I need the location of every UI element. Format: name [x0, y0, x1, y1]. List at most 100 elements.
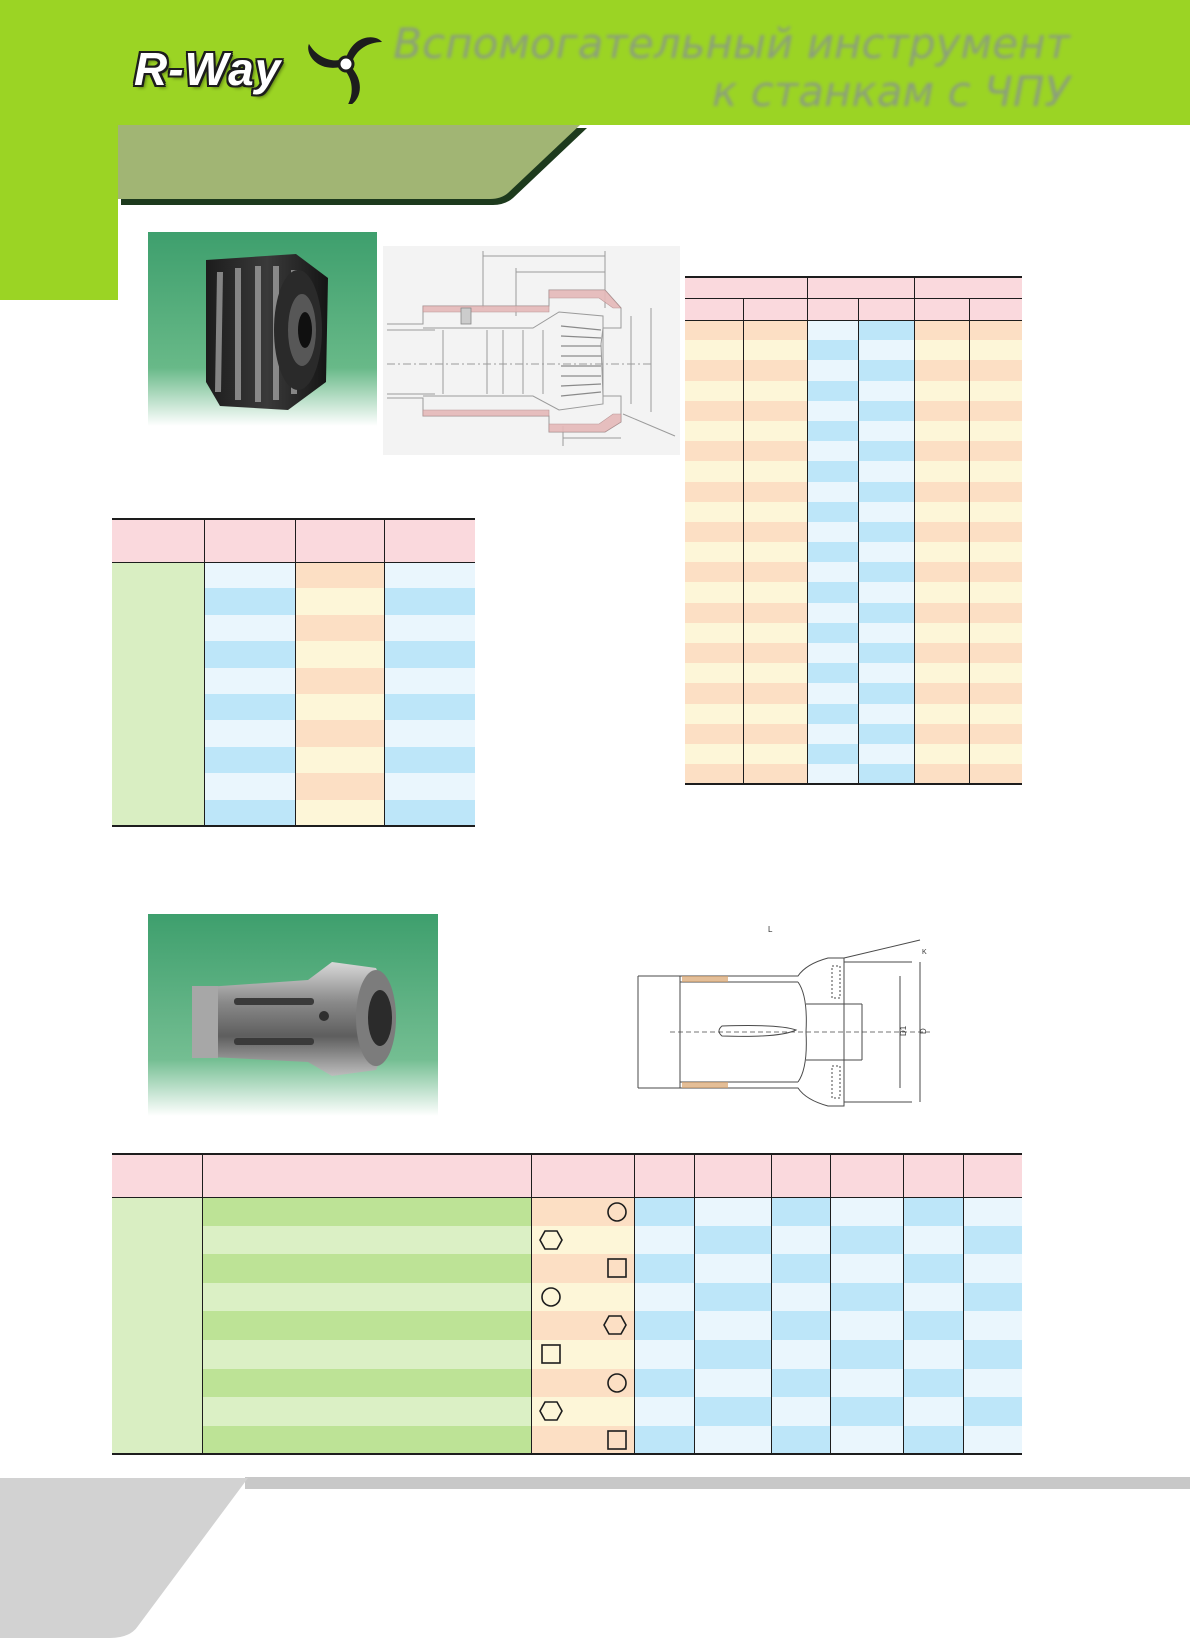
table-row [685, 643, 1022, 664]
table-cell [969, 320, 1022, 341]
column-header [112, 519, 205, 562]
table-cell [903, 1197, 964, 1226]
table-cell [202, 1225, 532, 1255]
header-title-line-2: к станкам с ЧПУ [711, 67, 1070, 116]
table-cell [830, 1368, 904, 1398]
table-cell [807, 481, 859, 502]
table-row [685, 723, 1022, 744]
table-cell [204, 799, 296, 826]
table-cell [858, 743, 915, 765]
table-cell [914, 743, 970, 765]
header-band [0, 0, 1190, 125]
column-header [963, 1154, 1022, 1197]
table-cell [771, 1368, 831, 1398]
section-tab [118, 125, 587, 205]
table-row [685, 622, 1022, 643]
table-cell [858, 380, 915, 401]
table-row [685, 380, 1022, 401]
table-cell [295, 562, 385, 589]
table-cell [858, 542, 915, 563]
table-cell [743, 380, 808, 401]
table-cell [685, 441, 744, 462]
table-cell [914, 521, 970, 543]
table-cell [858, 320, 915, 341]
table-row [685, 481, 1022, 502]
table-cell [969, 340, 1022, 361]
table-cell [969, 441, 1022, 462]
table-row [112, 1282, 1022, 1312]
table-cell [807, 582, 859, 603]
table-cell [295, 588, 385, 615]
table-cell [807, 340, 859, 361]
column-header [969, 298, 1022, 320]
table-cell [531, 1368, 635, 1398]
table-row [112, 1368, 1022, 1398]
table-cell [963, 1254, 1022, 1283]
side-band [0, 0, 118, 300]
column-header [295, 519, 385, 562]
table-cell [969, 764, 1022, 785]
table-cell [694, 1225, 772, 1255]
table-cell [969, 602, 1022, 623]
table-cell [858, 481, 915, 502]
table-cell [963, 1282, 1022, 1312]
column-header [634, 1154, 695, 1197]
table-cell [969, 380, 1022, 401]
table-cell [914, 764, 970, 785]
table-cell [858, 764, 915, 785]
column-header [830, 1154, 904, 1197]
table-cell [685, 622, 744, 643]
table-cell [963, 1339, 1022, 1369]
table-row [685, 703, 1022, 724]
table-cell [914, 461, 970, 482]
table-cell [969, 461, 1022, 482]
table-cell [694, 1397, 772, 1426]
table-cell [685, 743, 744, 765]
table-cell [771, 1254, 831, 1283]
table-row [685, 683, 1022, 704]
brand-logo: R-Way [134, 36, 399, 106]
table-row [112, 746, 475, 774]
table-cell [531, 1425, 635, 1455]
table-cell [914, 360, 970, 381]
table-cell [914, 441, 970, 462]
table-cell [807, 764, 859, 785]
column-header [112, 1154, 203, 1197]
hexagon-icon [538, 1400, 564, 1427]
table-cell [743, 320, 808, 341]
table-cell [914, 582, 970, 603]
table-cell [969, 562, 1022, 583]
table-row [112, 1197, 1022, 1455]
table-cell [685, 683, 744, 704]
footer-bar [245, 1477, 1190, 1489]
table-cell [295, 773, 385, 800]
table-cell [858, 420, 915, 442]
table-row [685, 501, 1022, 522]
table-cell [807, 461, 859, 482]
table-cell [807, 360, 859, 381]
propeller-icon [308, 37, 382, 104]
table-cell [295, 746, 385, 774]
table-cell [295, 693, 385, 721]
header-title-line-1: Вспомогательный инструмент [393, 19, 1070, 68]
table-cell [295, 720, 385, 747]
column-group-header [685, 277, 808, 299]
table-cell [914, 542, 970, 563]
column-header [204, 519, 296, 562]
table-row [112, 614, 475, 642]
angle-label: K [922, 949, 927, 956]
table-cell [685, 643, 744, 664]
table-cell [743, 340, 808, 361]
header-title: Вспомогательный инструмент к станкам с Ч… [393, 20, 1070, 116]
table-cell [914, 400, 970, 421]
table-cell [634, 1197, 695, 1226]
push-collet-photo [148, 914, 438, 1116]
table-row [112, 1397, 1022, 1426]
table-cell [914, 420, 970, 442]
table-cell [743, 420, 808, 442]
table-cell [771, 1397, 831, 1426]
table-cell [743, 542, 808, 563]
table-cell [634, 1339, 695, 1369]
table-cell [969, 481, 1022, 502]
table-row [112, 799, 475, 826]
